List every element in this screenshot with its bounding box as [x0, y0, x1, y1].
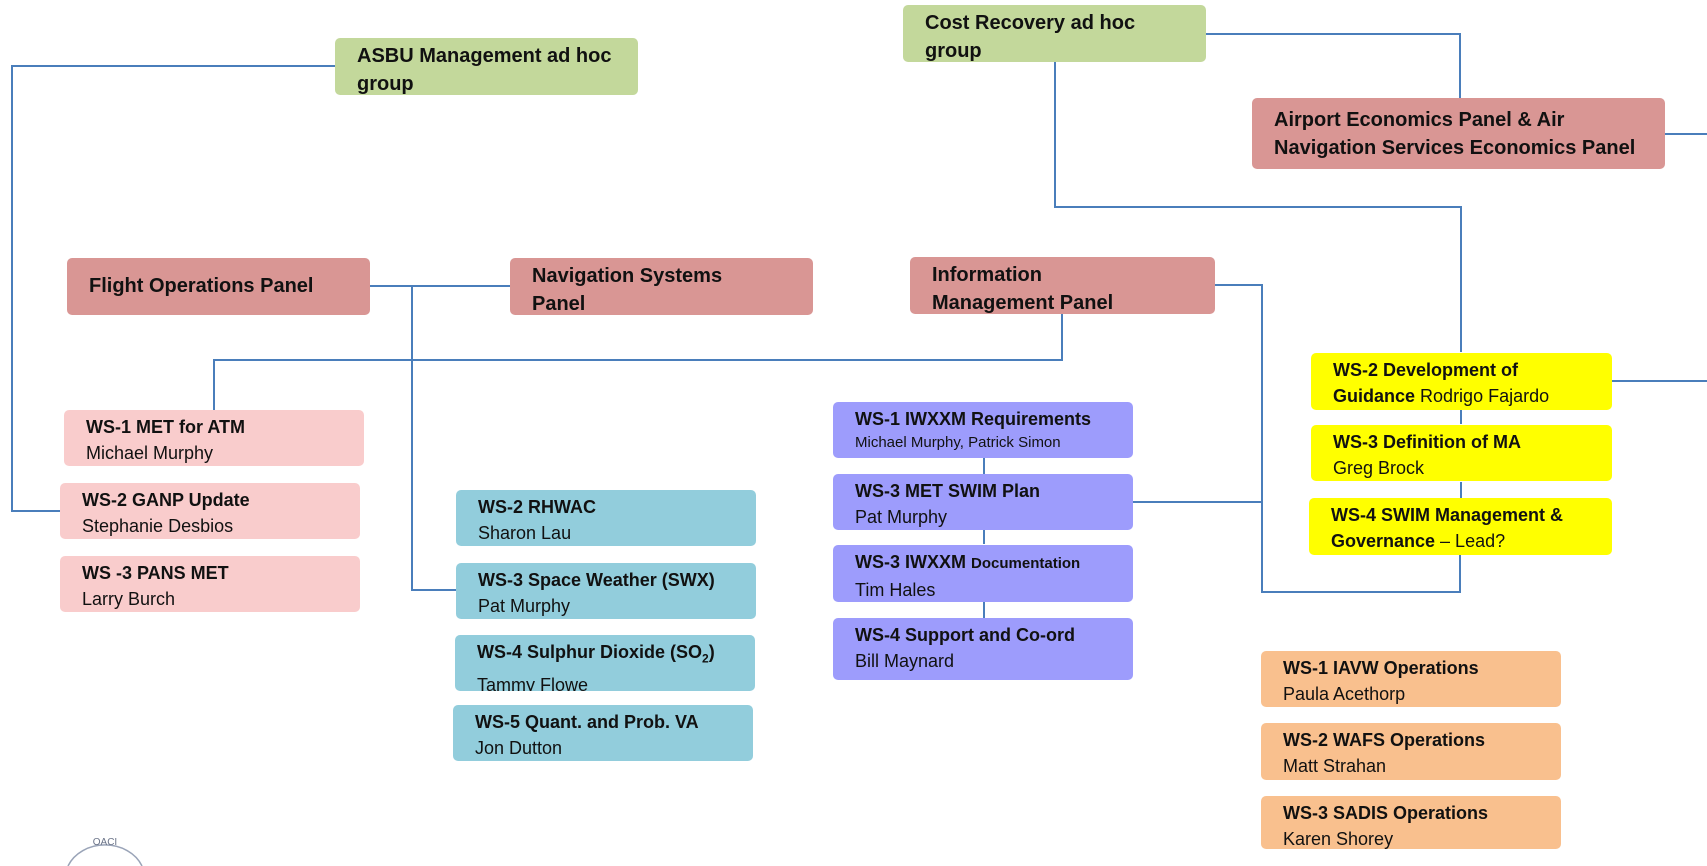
orange-ws-card: WS-3 SADIS Operations Karen Shorey: [1261, 796, 1561, 849]
info-panel-box: Information Management Panel: [910, 257, 1215, 314]
ws-title-line-2: Governance – Lead?: [1331, 528, 1600, 554]
ws-person: – Lead?: [1435, 531, 1506, 551]
ws-title: WS-2 WAFS Operations: [1283, 730, 1486, 750]
ws-title: WS-4 Support and Co-ord: [855, 625, 1075, 645]
ws-person: Larry Burch: [82, 589, 176, 609]
ws-person: Michael Murphy, Patrick Simon: [855, 434, 1061, 451]
ws-title-main: WS-3 IWXXM: [855, 552, 966, 572]
cost-recovery-group-box: Cost Recovery ad hoc group: [903, 5, 1206, 62]
violet-ws-card: WS-3 IWXXM Documentation Tim Hales: [833, 545, 1133, 602]
ws-person: Pat Murphy: [478, 596, 571, 616]
connector-info-metatm: [213, 314, 1063, 412]
violet-ws-card: WS-4 Support and Co-ord Bill Maynard: [833, 618, 1133, 680]
econ-panel-box: Airport Economics Panel & Air Navigation…: [1252, 98, 1665, 169]
nav-panel-box: Navigation Systems Panel: [510, 258, 813, 315]
ws-title-sub: 2: [702, 651, 709, 666]
ws-title-2: Governance: [1331, 531, 1436, 551]
yellow-ws-card: WS-2 Development of Guidance Rodrigo Faj…: [1311, 353, 1612, 410]
violet-ws-card: WS-3 MET SWIM Plan Pat Murphy: [833, 474, 1133, 530]
ws-title: WS-5 Quant. and Prob. VA: [475, 712, 699, 732]
teal-ws-card: WS-3 Space Weather (SWX) Pat Murphy: [456, 563, 756, 619]
cost-recovery-group-title: Cost Recovery ad hoc group: [925, 12, 1136, 62]
ws-person: Bill Maynard: [855, 651, 955, 671]
ws-title: WS-2 RHWAC: [478, 497, 596, 517]
ws-person: Tim Hales: [855, 580, 936, 600]
ws-title: WS-3 SADIS Operations: [1283, 803, 1489, 823]
ws-title: WS-3 IWXXM Documentation: [855, 549, 1121, 577]
ws-person: Tammy Flowe: [477, 674, 589, 691]
orange-ws-card: WS-2 WAFS Operations Matt Strahan: [1261, 723, 1561, 780]
ws-person: Paula Acethorp: [1283, 684, 1406, 704]
pink-ws-card: WS-1 MET for ATM Michael Murphy: [64, 410, 364, 466]
flight-ops-panel-title: Flight Operations Panel: [89, 275, 314, 297]
orange-ws-card: WS-1 IAVW Operations Paula Acethorp: [1261, 651, 1561, 707]
ws-title-line-2: Guidance Rodrigo Fajardo: [1333, 383, 1600, 409]
ws-person: Stephanie Desbios: [82, 516, 234, 536]
ws-person: Sharon Lau: [478, 523, 572, 543]
ws-title: WS-3 Definition of MA: [1333, 432, 1521, 452]
ws-title-2: Guidance: [1333, 386, 1416, 406]
ws-title: WS-3 MET SWIM Plan: [855, 481, 1041, 501]
ws-person: Jon Dutton: [475, 738, 563, 758]
ws-person: Matt Strahan: [1283, 756, 1387, 776]
ws-title: WS-2 Development of: [1333, 360, 1519, 380]
ws-title: WS-1 IWXXM Requirements: [855, 409, 1092, 429]
pink-ws-card: WS -3 PANS MET Larry Burch: [60, 556, 360, 612]
connector-flightops-swx: [411, 286, 458, 591]
nav-panel-title: Navigation Systems Panel: [532, 265, 723, 315]
ws-title: WS-4 Sulphur Dioxide (SO2): [477, 639, 743, 672]
violet-ws-card: WS-1 IWXXM Requirements Michael Murphy, …: [833, 402, 1133, 458]
ws-title: WS -3 PANS MET: [82, 563, 229, 583]
ws-person: Greg Brock: [1333, 458, 1425, 478]
teal-ws-card: WS-5 Quant. and Prob. VA Jon Dutton: [453, 705, 753, 761]
pink-ws-card: WS-2 GANP Update Stephanie Desbios: [60, 483, 360, 539]
connector-cost-econ: [1206, 33, 1461, 98]
ws-title: WS-1 MET for ATM: [86, 417, 245, 437]
ws-title: WS-2 GANP Update: [82, 490, 250, 510]
econ-panel-title: Airport Economics Panel & Air Navigation…: [1274, 109, 1636, 159]
ws-title-small: Documentation: [971, 555, 1081, 572]
icao-seal-logo: OACI: [67, 837, 143, 866]
yellow-ws-card: WS-4 SWIM Management & Governance – Lead…: [1309, 498, 1612, 555]
flight-ops-panel-box: Flight Operations Panel: [67, 258, 370, 315]
asbu-group-title: ASBU Management ad hoc group: [357, 45, 612, 95]
ws-person: Karen Shorey: [1283, 829, 1394, 849]
ws-title-post: ): [708, 642, 715, 662]
ws-person: Michael Murphy: [86, 443, 214, 463]
teal-ws-card: WS-4 Sulphur Dioxide (SO2) Tammy Flowe: [455, 635, 755, 691]
ws-title: WS-1 IAVW Operations: [1283, 658, 1479, 678]
yellow-ws-card: WS-3 Definition of MA Greg Brock: [1311, 425, 1612, 481]
asbu-group-box: ASBU Management ad hoc group: [335, 38, 638, 95]
ws-person: Rodrigo Fajardo: [1420, 386, 1550, 406]
ws-title-pre: WS-4 Sulphur Dioxide (SO: [477, 642, 703, 662]
ws-person: Pat Murphy: [855, 507, 948, 527]
icao-seal-text: OACI: [93, 837, 117, 848]
teal-ws-card: WS-2 RHWAC Sharon Lau: [456, 490, 756, 546]
info-panel-title: Information Management Panel: [932, 264, 1114, 314]
ws-title: WS-3 Space Weather (SWX): [478, 570, 715, 590]
ws-title: WS-4 SWIM Management &: [1331, 505, 1564, 525]
